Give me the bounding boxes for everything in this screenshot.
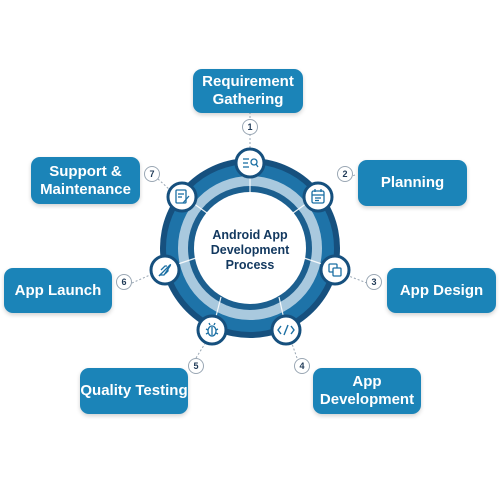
calendar-icon: [311, 189, 325, 204]
bug-icon: [205, 322, 219, 337]
step-number-2: 2: [337, 166, 353, 182]
icon-node-6: [149, 254, 181, 286]
step-number-4: 4: [294, 358, 310, 374]
step-box-app-development: App Development: [313, 368, 421, 414]
step-box-planning: Planning: [358, 160, 467, 206]
code-icon: [277, 324, 295, 336]
step-box-app-launch: App Launch: [4, 268, 112, 313]
center-disc: [194, 192, 306, 304]
step-box-support-maintenance: Support & Maintenance: [31, 157, 140, 204]
overlap-squares-icon: [328, 263, 342, 277]
step-box-requirement-gathering: Requirement Gathering: [193, 69, 303, 113]
icon-node-7: [166, 181, 198, 213]
icon-node-4: [270, 314, 302, 346]
document-edit-icon: [175, 189, 190, 204]
search-list-icon: [243, 158, 259, 168]
center-title: Android App Development Process: [210, 227, 290, 272]
icon-node-2: [302, 181, 334, 213]
step-number-7: 7: [144, 166, 160, 182]
step-number-5: 5: [188, 358, 204, 374]
rocket-icon: [158, 264, 172, 277]
step-number-1: 1: [242, 119, 258, 135]
step-box-quality-testing: Quality Testing: [80, 368, 188, 414]
icon-node-1: [234, 147, 266, 179]
icon-node-3: [319, 254, 351, 286]
step-number-3: 3: [366, 274, 382, 290]
icon-node-5: [196, 314, 228, 346]
step-number-6: 6: [116, 274, 132, 290]
step-box-app-design: App Design: [387, 268, 496, 313]
